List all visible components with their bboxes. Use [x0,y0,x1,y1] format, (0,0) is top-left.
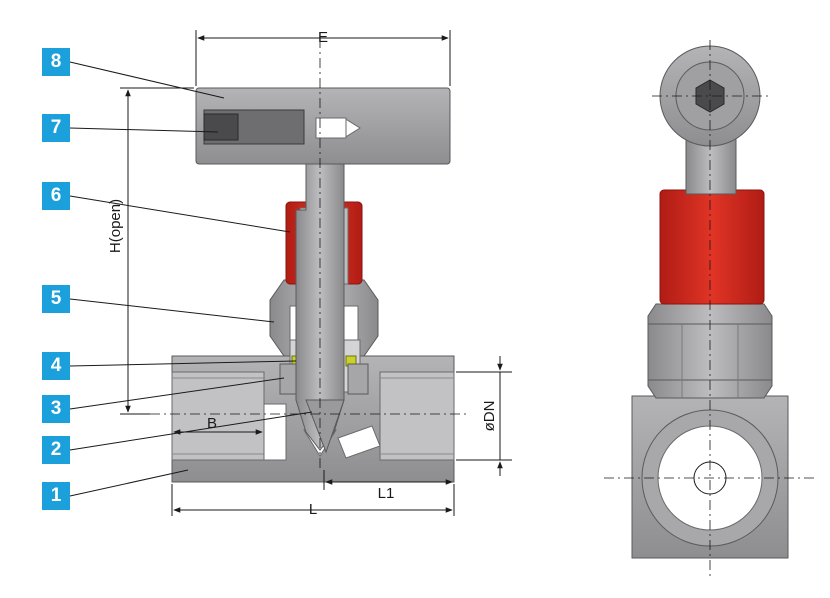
dim-label-l: L [309,501,317,518]
dim-label-l1: L1 [378,485,395,502]
callout-badge-8: 8 [42,48,70,76]
side-view [604,40,816,578]
callout-badge-4: 4 [42,352,70,380]
dim-label-b: B [207,415,217,432]
callout-badge-1: 1 [42,482,70,510]
callout-badge-7: 7 [42,114,70,142]
side-hex-nut [647,303,773,399]
dim-label-dn: øDN [481,401,498,432]
handle [195,87,451,165]
valve-body [171,355,455,483]
callout-badge-3: 3 [42,395,70,423]
callout-badge-5: 5 [42,285,70,313]
callout-badge-2: 2 [42,436,70,464]
dim-label-e: E [318,29,328,46]
dim-label-h-open: H(open) [107,199,124,253]
section-view: E H(open) B øDN L1 L [69,29,512,518]
side-red-cap [659,189,765,305]
callout-badge-6: 6 [42,182,70,210]
